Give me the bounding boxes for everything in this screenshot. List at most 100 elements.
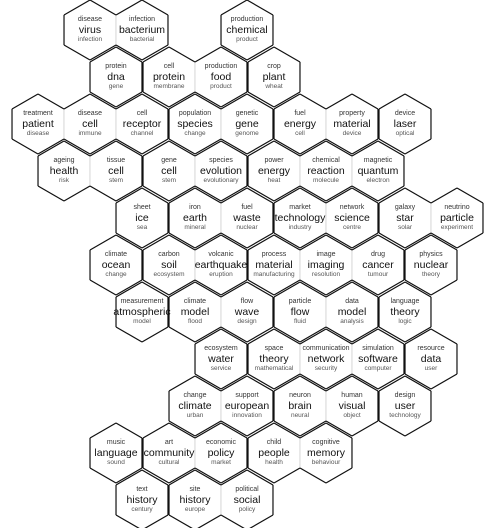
topic-bottom-term: solar [397, 224, 413, 231]
region-outline-edge [377, 279, 405, 296]
region-outline-edge [115, 140, 143, 157]
region-outline-edge [378, 138, 406, 155]
region-outline-edge [430, 232, 458, 249]
region-outline-edge [89, 422, 117, 439]
region-outline-edge [247, 234, 275, 251]
topic-top-term: genetic [235, 110, 259, 117]
topic-top-term: chemical [312, 157, 340, 164]
region-outline-edge [63, 44, 91, 61]
region-outline-edge [299, 375, 327, 392]
region-outline-edge [220, 232, 248, 249]
region-outline-edge [351, 232, 379, 249]
region-outline-edge [325, 93, 353, 110]
region-outline-edge [299, 232, 327, 249]
topic-main-term: earthquake [194, 259, 248, 271]
topic-top-term: text [136, 486, 148, 493]
region-outline-edge [299, 138, 327, 155]
topic-bottom-term: user [424, 365, 438, 372]
region-outline-edge [325, 328, 353, 345]
region-outline-edge [273, 279, 301, 296]
topic-main-term: memory [307, 447, 345, 459]
topic-main-term: community [143, 447, 195, 459]
region-outline-edge [194, 93, 222, 110]
region-outline-edge [168, 91, 196, 108]
region-outline-edge [89, 46, 117, 63]
region-outline-edge [63, 140, 91, 157]
region-outline-edge [141, 187, 169, 204]
topic-bottom-term: mineral [184, 224, 206, 231]
region-outline-edge [37, 93, 65, 110]
topic-main-term: soil [161, 259, 177, 271]
topic-top-term: resource [417, 345, 445, 352]
region-outline-edge [142, 279, 170, 296]
region-outline-edge [325, 373, 353, 390]
region-outline-edge [194, 375, 222, 392]
region-outline-edge [220, 281, 248, 298]
topic-main-term: energy [283, 118, 317, 130]
region-outline-edge [115, 138, 143, 155]
topic-top-term: protein [105, 63, 127, 70]
region-outline-edge [351, 187, 379, 204]
region-outline-edge [325, 138, 353, 155]
region-outline-edge [404, 420, 432, 437]
region-outline-edge [378, 420, 406, 437]
topic-top-term: flow [240, 298, 254, 305]
topic-bottom-term: fluid [294, 318, 306, 325]
region-outline-edge [247, 279, 275, 296]
topic-main-term: theory [390, 306, 420, 318]
region-outline-edge [194, 422, 222, 439]
region-outline-edge [273, 234, 301, 251]
topic-bottom-term: computer [364, 365, 392, 372]
region-outline-edge [430, 279, 458, 296]
region-outline-edge [377, 185, 405, 202]
region-outline-edge [220, 46, 248, 63]
region-outline-edge [168, 326, 196, 343]
region-outline-edge [325, 232, 353, 249]
region-outline-edge [89, 279, 117, 296]
topic-main-term: laser [393, 118, 417, 130]
region-outline-edge [11, 93, 39, 110]
region-outline-edge [220, 279, 248, 296]
region-outline-edge [168, 46, 196, 63]
topic-top-term: device [394, 110, 416, 117]
topic-main-term: chemical [226, 24, 268, 36]
topic-top-term: communication [302, 345, 350, 352]
region-outline-edge [194, 46, 222, 63]
topic-bottom-term: gene [108, 83, 124, 90]
topic-main-term: imaging [307, 259, 345, 271]
topic-top-term: support [235, 392, 259, 399]
region-outline-edge [299, 281, 327, 298]
topic-top-term: physics [419, 251, 443, 258]
topic-bottom-term: innovation [232, 412, 262, 419]
region-outline-edge [247, 185, 275, 202]
region-outline-edge [404, 326, 432, 343]
region-outline-edge [430, 187, 458, 204]
topic-top-term: change [183, 392, 207, 399]
topic-top-term: galaxy [394, 204, 416, 211]
region-outline-edge [141, 0, 169, 16]
topic-main-term: brain [288, 400, 312, 412]
region-outline-edge [351, 373, 379, 390]
topic-top-term: drug [370, 251, 385, 258]
region-outline-edge [63, 0, 91, 16]
topic-main-term: dna [107, 71, 125, 83]
region-outline-edge [299, 93, 327, 110]
region-outline-edge [299, 140, 327, 157]
topic-main-term: policy [207, 447, 235, 459]
region-outline-edge [273, 420, 301, 437]
topic-top-term: space [264, 345, 284, 352]
topic-top-term: production [230, 16, 264, 23]
region-outline-edge [63, 138, 91, 155]
